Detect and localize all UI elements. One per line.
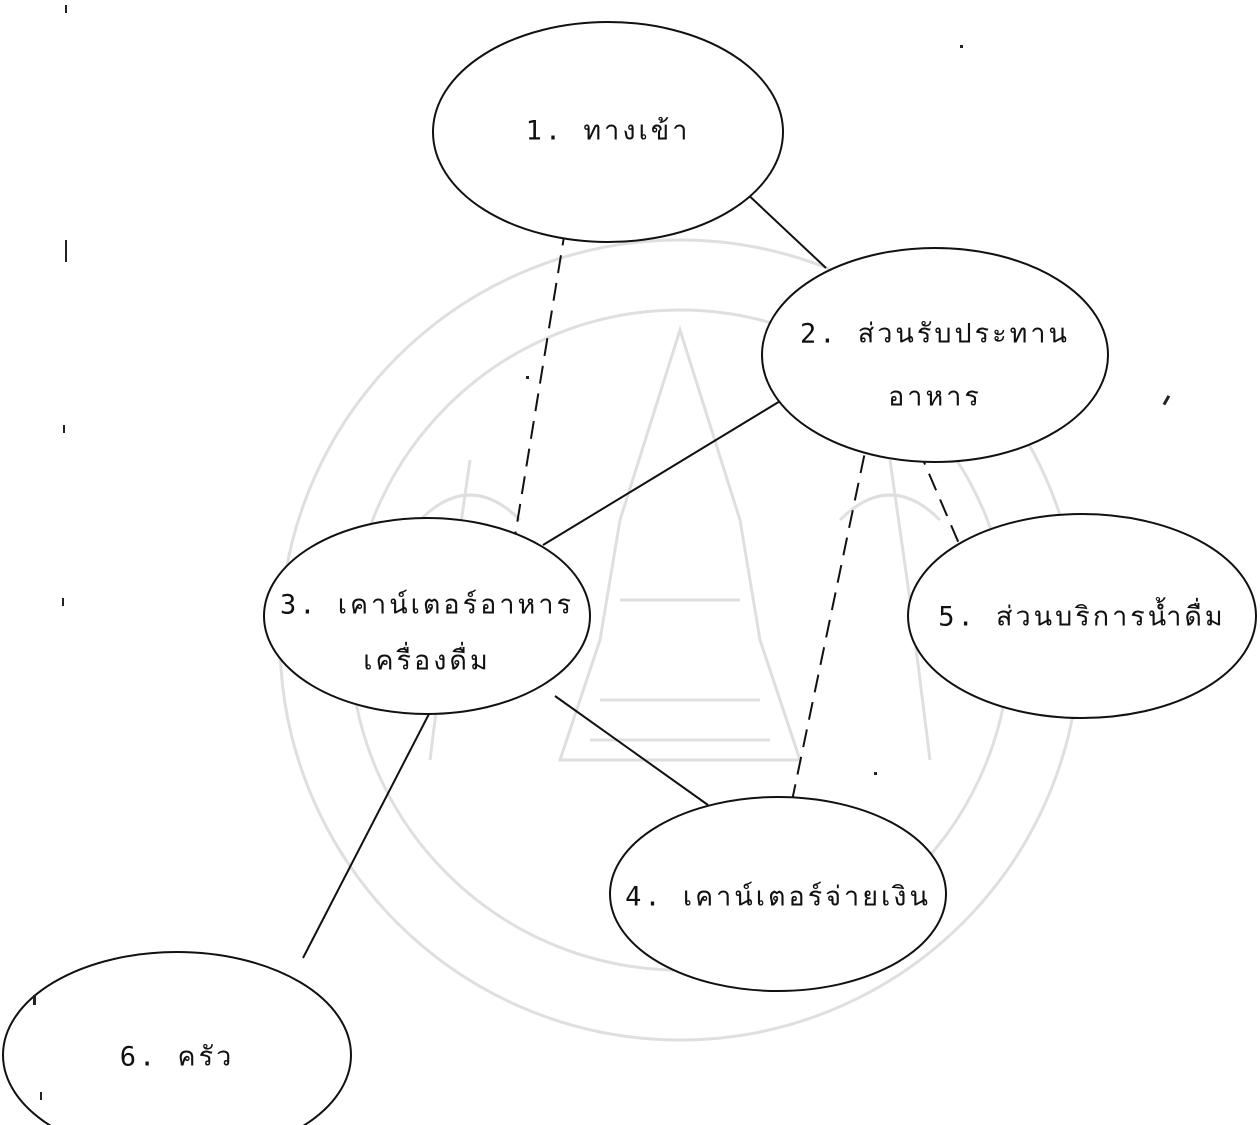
node-n4: 4. เคาน์เตอร์จ่ายเงิน <box>609 796 947 992</box>
connector-layer <box>302 173 961 959</box>
node-ellipse <box>432 21 784 243</box>
node-ellipse <box>2 951 352 1125</box>
node-n6: 6. ครัว <box>2 951 352 1125</box>
connector-n3-n6-solid <box>302 711 431 959</box>
connector-n3-n4-solid <box>554 695 709 806</box>
connector-n2-n5-dashed <box>917 447 961 547</box>
node-n1: 1. ทางเข้า <box>432 21 784 243</box>
connector-n2-n4-dashed <box>779 427 871 859</box>
scan-specks <box>33 5 1171 1100</box>
node-label: 5. ส่วนบริการน้ำดื่ม <box>938 597 1225 633</box>
node-label: 2. ส่วนรับประทาน <box>800 319 1070 350</box>
node-label: 3. เคาน์เตอร์อาหาร <box>280 589 574 621</box>
connector-n2-n3-solid <box>542 391 796 546</box>
node-ellipse <box>263 517 591 715</box>
node-label: 6. ครัว <box>120 1042 235 1073</box>
node-label: เครื่องดื่ม <box>363 642 491 677</box>
node-ellipse <box>609 796 947 992</box>
node-label: 4. เคาน์เตอร์จ่ายเงิน <box>625 881 931 913</box>
connector-n1-n3-dashed <box>514 199 571 537</box>
node-label: 1. ทางเข้า <box>526 116 691 147</box>
node-label: อาหาร <box>888 382 982 413</box>
node-ellipse <box>907 513 1257 719</box>
node-n5: 5. ส่วนบริการน้ำดื่ม <box>907 513 1257 719</box>
node-ellipse <box>761 247 1109 463</box>
